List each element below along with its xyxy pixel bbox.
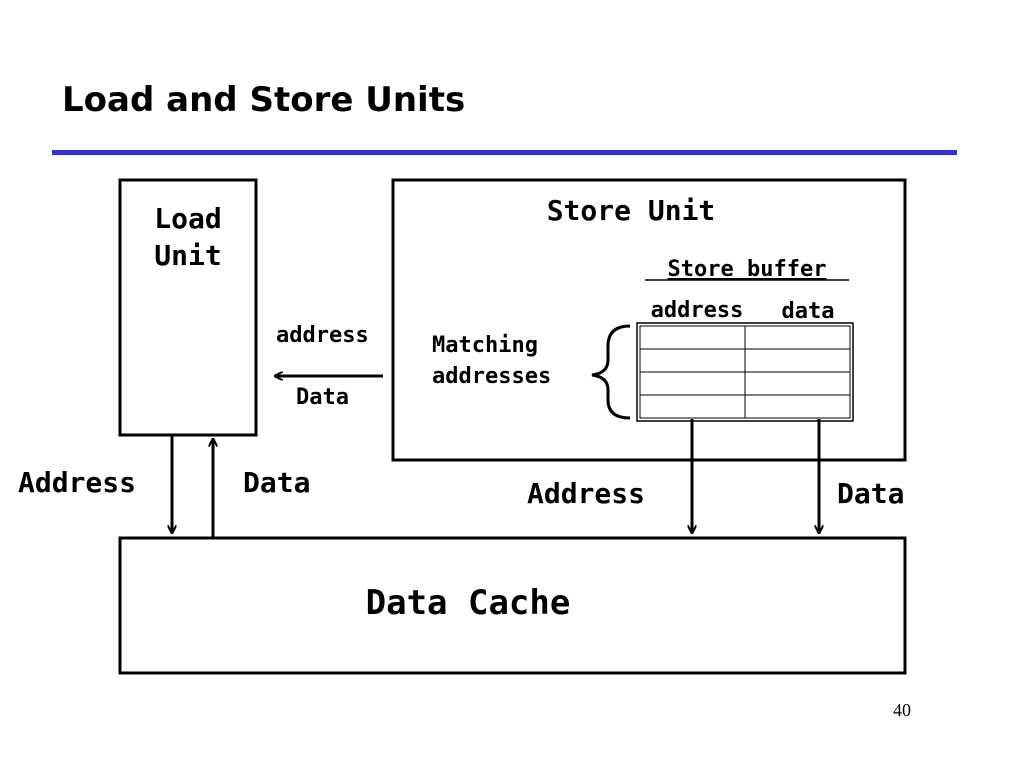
data-cache-box [118, 536, 907, 675]
forward-data-label: Data [296, 385, 349, 410]
matching-label-line2: addresses [432, 364, 551, 389]
load-data-label: Data [243, 466, 310, 499]
store-unit-label: Store Unit [547, 194, 716, 227]
store-buffer-col-address: address [651, 298, 744, 323]
load-unit-label-line2: Unit [154, 239, 221, 272]
load-unit-label-line1: Load [154, 202, 221, 235]
matching-brace [591, 324, 631, 420]
slide-title: Load and Store Units [62, 80, 466, 120]
store-buffer-col-data: data [782, 299, 835, 324]
title-underline [52, 150, 957, 155]
matching-label-line1: Matching [432, 333, 538, 358]
forward-address-label: address [276, 323, 369, 348]
load-address-label: Address [18, 466, 136, 499]
store-address-label: Address [527, 477, 645, 510]
store-buffer-table [636, 322, 854, 422]
data-cache-label: Data Cache [366, 583, 571, 623]
load-unit-box [118, 178, 258, 437]
store-data-label: Data [837, 477, 904, 510]
store-buffer-title: Store buffer [668, 257, 827, 282]
page-number: 40 [893, 700, 911, 720]
